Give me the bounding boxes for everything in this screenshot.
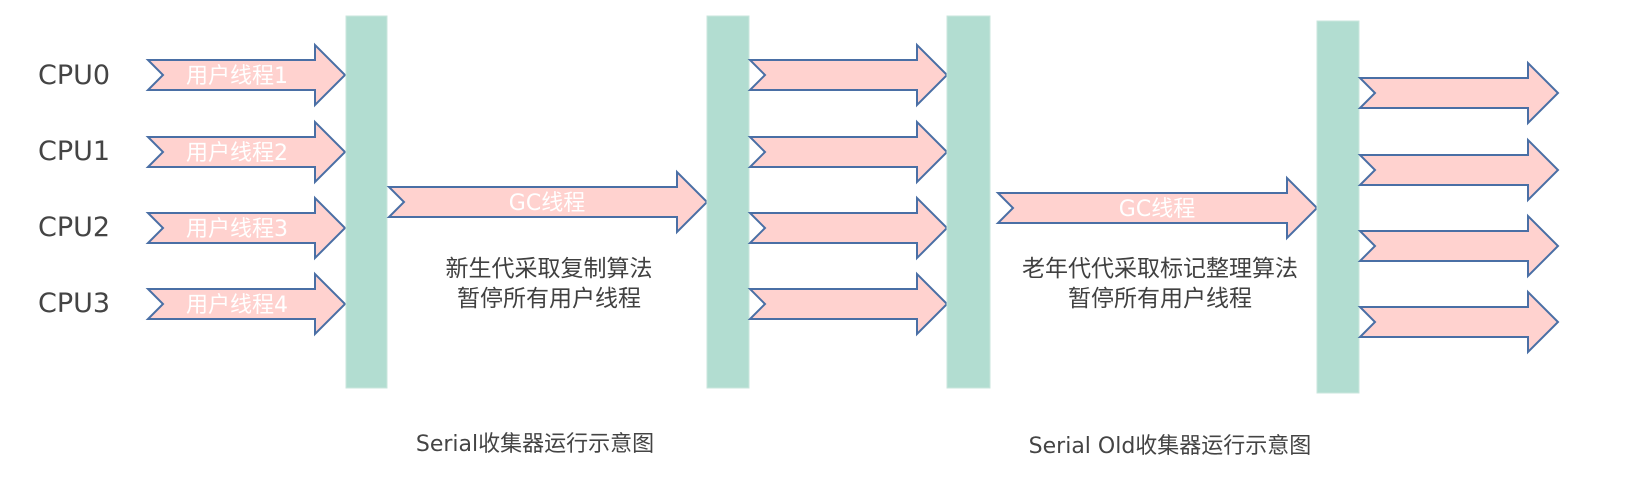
serial-gc-arrow: [386, 169, 709, 235]
serial-gc-label: GC线程: [509, 191, 585, 216]
cpu-label-2: CPU2: [38, 212, 110, 243]
safepoint-bar-1: [345, 15, 388, 389]
safepoint-bar-3: [946, 15, 991, 389]
user-thread-arrow: [145, 271, 347, 337]
user-thread-label-2: 用户线程2: [186, 141, 288, 166]
user-thread-arrow: [145, 195, 347, 261]
serial-old-desc-line1: 老年代代采取标记整理算法: [1022, 256, 1298, 282]
user-thread-arrow: [1357, 213, 1560, 279]
user-thread-arrow: [145, 119, 347, 185]
user-thread-arrow: [747, 195, 949, 261]
safepoint-bar-2: [706, 15, 750, 389]
cpu-label-0: CPU0: [38, 60, 110, 91]
serial-old-gc-arrow: [995, 175, 1319, 241]
user-thread-arrow: [145, 42, 347, 108]
user-thread-arrow: [1357, 60, 1560, 126]
serial-desc-line2: 暂停所有用户线程: [457, 286, 641, 312]
user-thread-label-1: 用户线程1: [186, 64, 288, 89]
user-thread-arrow: [1357, 137, 1560, 203]
user-thread-arrow: [747, 42, 949, 108]
serial-old-caption: Serial Old收集器运行示意图: [1029, 434, 1312, 459]
user-thread-label-3: 用户线程3: [186, 217, 288, 242]
serial-old-desc-line2: 暂停所有用户线程: [1068, 286, 1252, 312]
serial-old-gc-label: GC线程: [1119, 197, 1195, 222]
cpu-label-1: CPU1: [38, 136, 110, 167]
cpu-label-3: CPU3: [38, 288, 110, 319]
safepoint-bar-4: [1316, 20, 1360, 394]
serial-desc-line1: 新生代采取复制算法: [446, 256, 653, 282]
user-thread-arrow: [747, 119, 949, 185]
user-thread-label-4: 用户线程4: [186, 293, 288, 318]
user-thread-arrow: [1357, 289, 1560, 355]
serial-caption: Serial收集器运行示意图: [416, 432, 654, 457]
user-thread-arrow: [747, 271, 949, 337]
